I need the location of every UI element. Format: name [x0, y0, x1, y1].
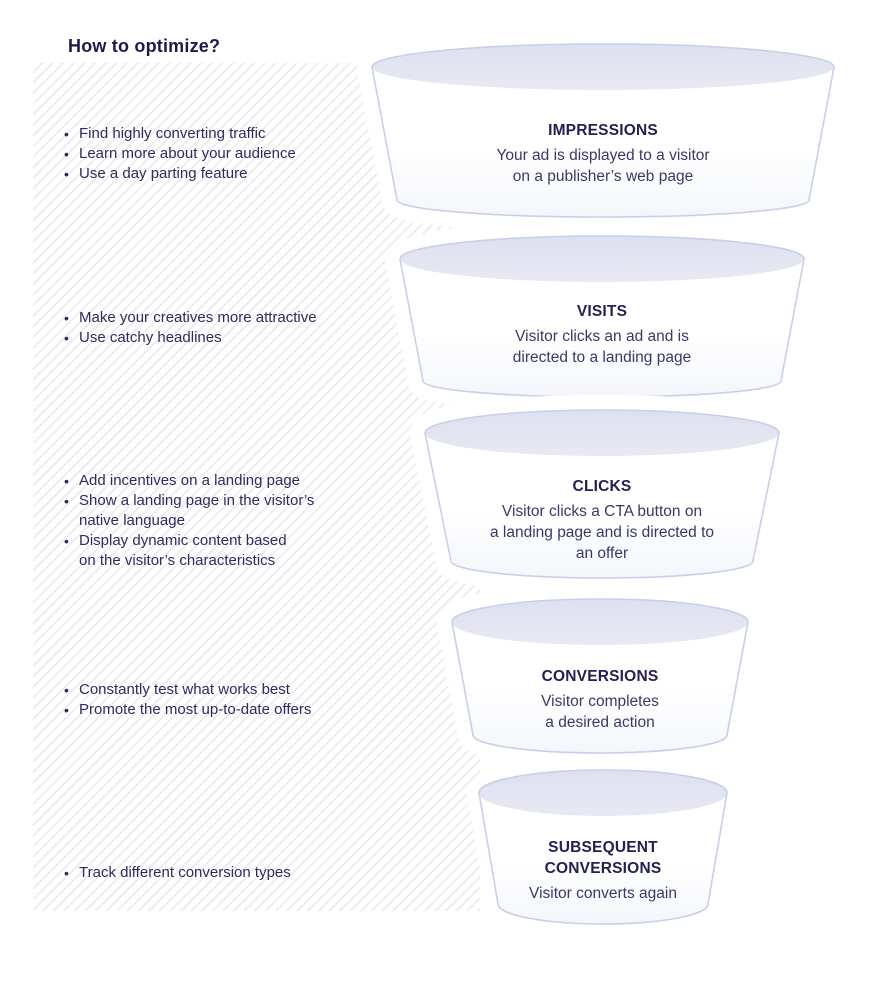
funnel-stage-shape-subsequent-conversions — [467, 758, 739, 936]
bullet-icon: • — [64, 310, 69, 326]
stage-title: VISITS — [576, 303, 628, 320]
tip-item: • Display dynamic content based on the vi… — [64, 531, 409, 571]
tip-text: Use a day parting feature — [79, 165, 248, 182]
tip-group-impressions: • Find highly converting traffic • Learn m… — [64, 124, 409, 184]
tip-item: • Use a day parting feature — [64, 164, 409, 184]
tip-item: • Make your creatives more attractive — [64, 308, 409, 328]
bullet-icon: • — [64, 865, 69, 881]
tip-group-conversions: • Constantly test what works best • Promot… — [64, 680, 409, 720]
tip-group-subsequent-conversions: • Track different conversion types — [64, 863, 409, 883]
bullet-icon: • — [64, 473, 69, 489]
tip-item: • Constantly test what works best — [64, 680, 409, 700]
tip-item: • Add incentives on a landing page — [64, 471, 409, 491]
tip-text: Show a landing page in the visitor’s nat… — [79, 492, 315, 529]
tip-item: • Find highly converting traffic — [64, 124, 409, 144]
tip-item: • Learn more about your audience — [64, 144, 409, 164]
stage-label-conversions: CONVERSIONS Visitor completes a desired … — [480, 666, 720, 733]
tip-item: • Promote the most up-to-date offers — [64, 700, 409, 720]
tip-item: • Track different conversion types — [64, 863, 409, 883]
bullet-icon: • — [64, 146, 69, 162]
bullet-icon: • — [64, 682, 69, 698]
tip-text: Constantly test what works best — [79, 681, 290, 698]
stage-title: IMPRESSIONS — [548, 122, 658, 139]
funnel-stage-shape-impressions — [357, 29, 849, 232]
stage-label-visits: VISITS Visitor clicks an ad and is direc… — [462, 301, 742, 368]
tip-text: Add incentives on a landing page — [79, 472, 301, 489]
stage-description: Visitor converts again — [529, 885, 677, 902]
stage-label-impressions: IMPRESSIONS Your ad is displayed to a vi… — [443, 120, 763, 187]
tip-text: Learn more about your audience — [79, 145, 296, 162]
funnel-stage-shape-visits — [385, 221, 819, 412]
stage-title: CONVERSIONS — [541, 668, 659, 685]
bullet-icon: • — [64, 493, 69, 509]
tip-text: Track different conversion types — [79, 864, 291, 881]
stage-description: Visitor clicks a CTA button on a landing… — [489, 503, 715, 562]
tip-text: Make your creatives more attractive — [79, 309, 317, 326]
page-title: How to optimize? — [68, 36, 221, 56]
funnel-stage-shape-clicks — [410, 395, 794, 593]
tip-group-visits: • Make your creatives more attractive • Us… — [64, 308, 409, 348]
tip-item: • Use catchy headlines — [64, 328, 409, 348]
stage-title: CLICKS — [572, 478, 632, 495]
funnel-stage-shape-conversions — [437, 584, 763, 768]
stage-title: SUBSEQUENT CONVERSIONS — [544, 839, 662, 877]
bullet-icon: • — [64, 702, 69, 718]
stage-description: Visitor completes a desired action — [541, 693, 659, 731]
tip-text: Use catchy headlines — [79, 329, 222, 346]
tip-group-clicks: • Add incentives on a landing page • Show … — [64, 471, 409, 571]
bullet-icon: • — [64, 126, 69, 142]
tip-text: Display dynamic content based on the vis… — [79, 532, 287, 569]
stage-label-subsequent-conversions: SUBSEQUENT CONVERSIONS Visitor converts … — [483, 837, 723, 904]
tip-text: Find highly converting traffic — [79, 125, 266, 142]
stage-description: Visitor clicks an ad and is directed to … — [512, 328, 692, 366]
bullet-icon: • — [64, 330, 69, 346]
stage-description: Your ad is displayed to a visitor on a p… — [496, 147, 710, 185]
tip-text: Promote the most up-to-date offers — [79, 701, 312, 718]
bullet-icon: • — [64, 166, 69, 182]
tip-item: • Show a landing page in the visitor’s na… — [64, 491, 409, 531]
stage-label-clicks: CLICKS Visitor clicks a CTA button on a … — [452, 476, 752, 564]
bullet-icon: • — [64, 533, 69, 549]
